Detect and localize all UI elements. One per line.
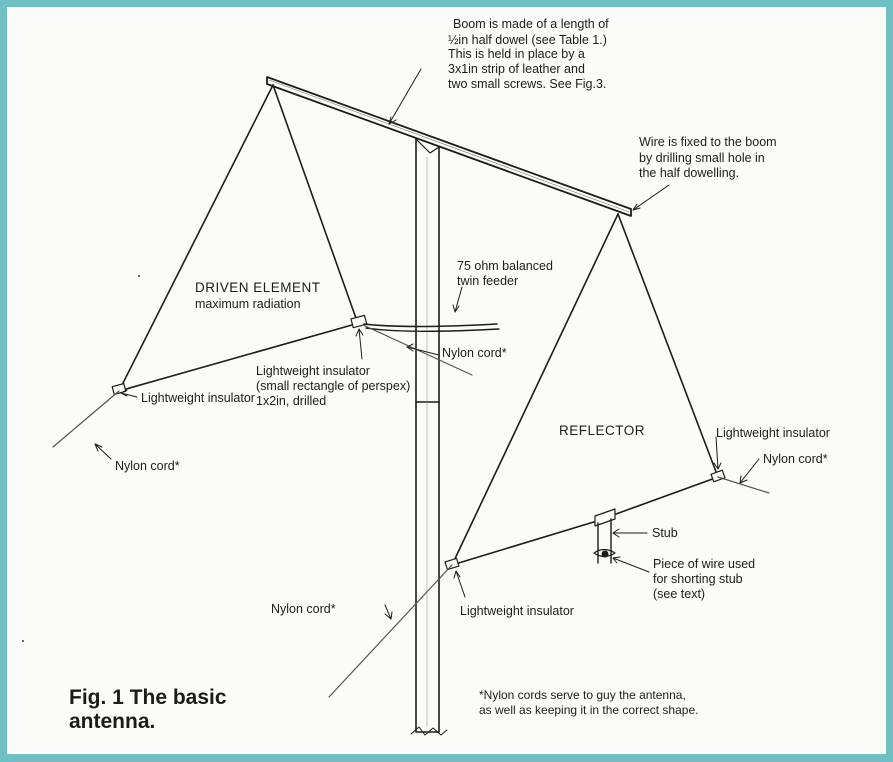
- driven-element-subtitle: maximum radiation: [195, 297, 301, 311]
- nylon-cord-center-label: Nylon cord*: [442, 346, 507, 360]
- stub-plate: [594, 508, 616, 527]
- insulator-center-line2: (small rectangle of perspex): [256, 379, 411, 393]
- shorting-wire: [593, 548, 616, 558]
- driven-element-title: DRIVEN ELEMENT: [195, 280, 321, 295]
- nylon-cord-right: [717, 476, 770, 494]
- nylon-cord-bottom-label: Nylon cord*: [271, 602, 336, 616]
- driven-wire-right: [272, 84, 358, 322]
- reflector-wire-left: [451, 213, 619, 566]
- boom-highlight: [268, 79, 630, 213]
- wire-note-line1: Wire is fixed to the boom: [639, 135, 777, 149]
- caption-line2: antenna.: [69, 710, 156, 733]
- wire-note-line3: the half dowelling.: [639, 166, 740, 180]
- footnote-line1: *Nylon cords serve to guy the antenna,: [479, 688, 686, 702]
- insulator-left-shape: [111, 382, 127, 396]
- boom-note-line5: two small screws. See Fig.3.: [448, 77, 607, 91]
- nylon-cord-bottom: [328, 564, 453, 698]
- driven-wire-bottom: [118, 322, 360, 392]
- insulator-center-line1: Lightweight insulator: [256, 364, 370, 378]
- antenna-diagram: [22, 68, 770, 736]
- reflector-label: REFLECTOR: [559, 423, 646, 438]
- boom: [266, 76, 632, 217]
- driven-wire-left: [118, 84, 274, 392]
- figure-caption: Fig. 1 The basic antenna.: [69, 686, 227, 734]
- ground: [410, 726, 448, 736]
- stub-knob: [601, 550, 609, 558]
- wire-note-line2: by drilling small hole in: [639, 151, 765, 165]
- boom-note-line4: 3x1in strip of leather and: [448, 62, 585, 76]
- mast: [415, 401, 440, 733]
- insulator-center-line3: 1x2in, drilled: [256, 394, 327, 408]
- reflector-wire-bottom-2: [615, 476, 719, 515]
- feeder-label-line1: 75 ohm balanced: [457, 259, 553, 273]
- speck: [22, 640, 24, 642]
- boom-note-line3: This is held in place by a: [448, 47, 585, 61]
- feeder-2: [365, 327, 500, 332]
- boom-note-line2: ½in half dowel (see Table 1.): [448, 33, 607, 47]
- nylon-cord-left-label: Nylon cord*: [115, 459, 180, 473]
- nylon-cord-left: [52, 390, 120, 448]
- insulator-bottom-shape: [444, 557, 460, 571]
- nylon-cord-right-label: Nylon cord*: [763, 452, 828, 466]
- shorting-wire-line3: (see text): [653, 587, 706, 601]
- insulator-right-label: Lightweight insulator: [716, 426, 830, 440]
- reflector-wire-bottom: [451, 520, 598, 566]
- speck: [138, 275, 140, 277]
- reflector-wire-right: [617, 213, 719, 478]
- shorting-wire-line2: for shorting stub: [653, 572, 743, 586]
- shorting-wire-line1: Piece of wire used: [653, 557, 756, 571]
- caption-line1: Fig. 1 The basic: [69, 686, 227, 709]
- mast-upper: [415, 138, 440, 403]
- feeder: [363, 323, 498, 328]
- boom-note-line1: Boom is made of a length of: [453, 17, 609, 31]
- stub-label: Stub: [652, 526, 678, 540]
- feeder-label-line2: twin feeder: [457, 274, 519, 288]
- insulator-right-shape: [710, 469, 726, 483]
- footnote-line2: as well as keeping it in the correct sha…: [479, 703, 699, 717]
- insulator-left-label: Lightweight insulator: [141, 391, 255, 405]
- insulator-bottom-label: Lightweight insulator: [460, 604, 574, 618]
- leaders: [94, 68, 760, 620]
